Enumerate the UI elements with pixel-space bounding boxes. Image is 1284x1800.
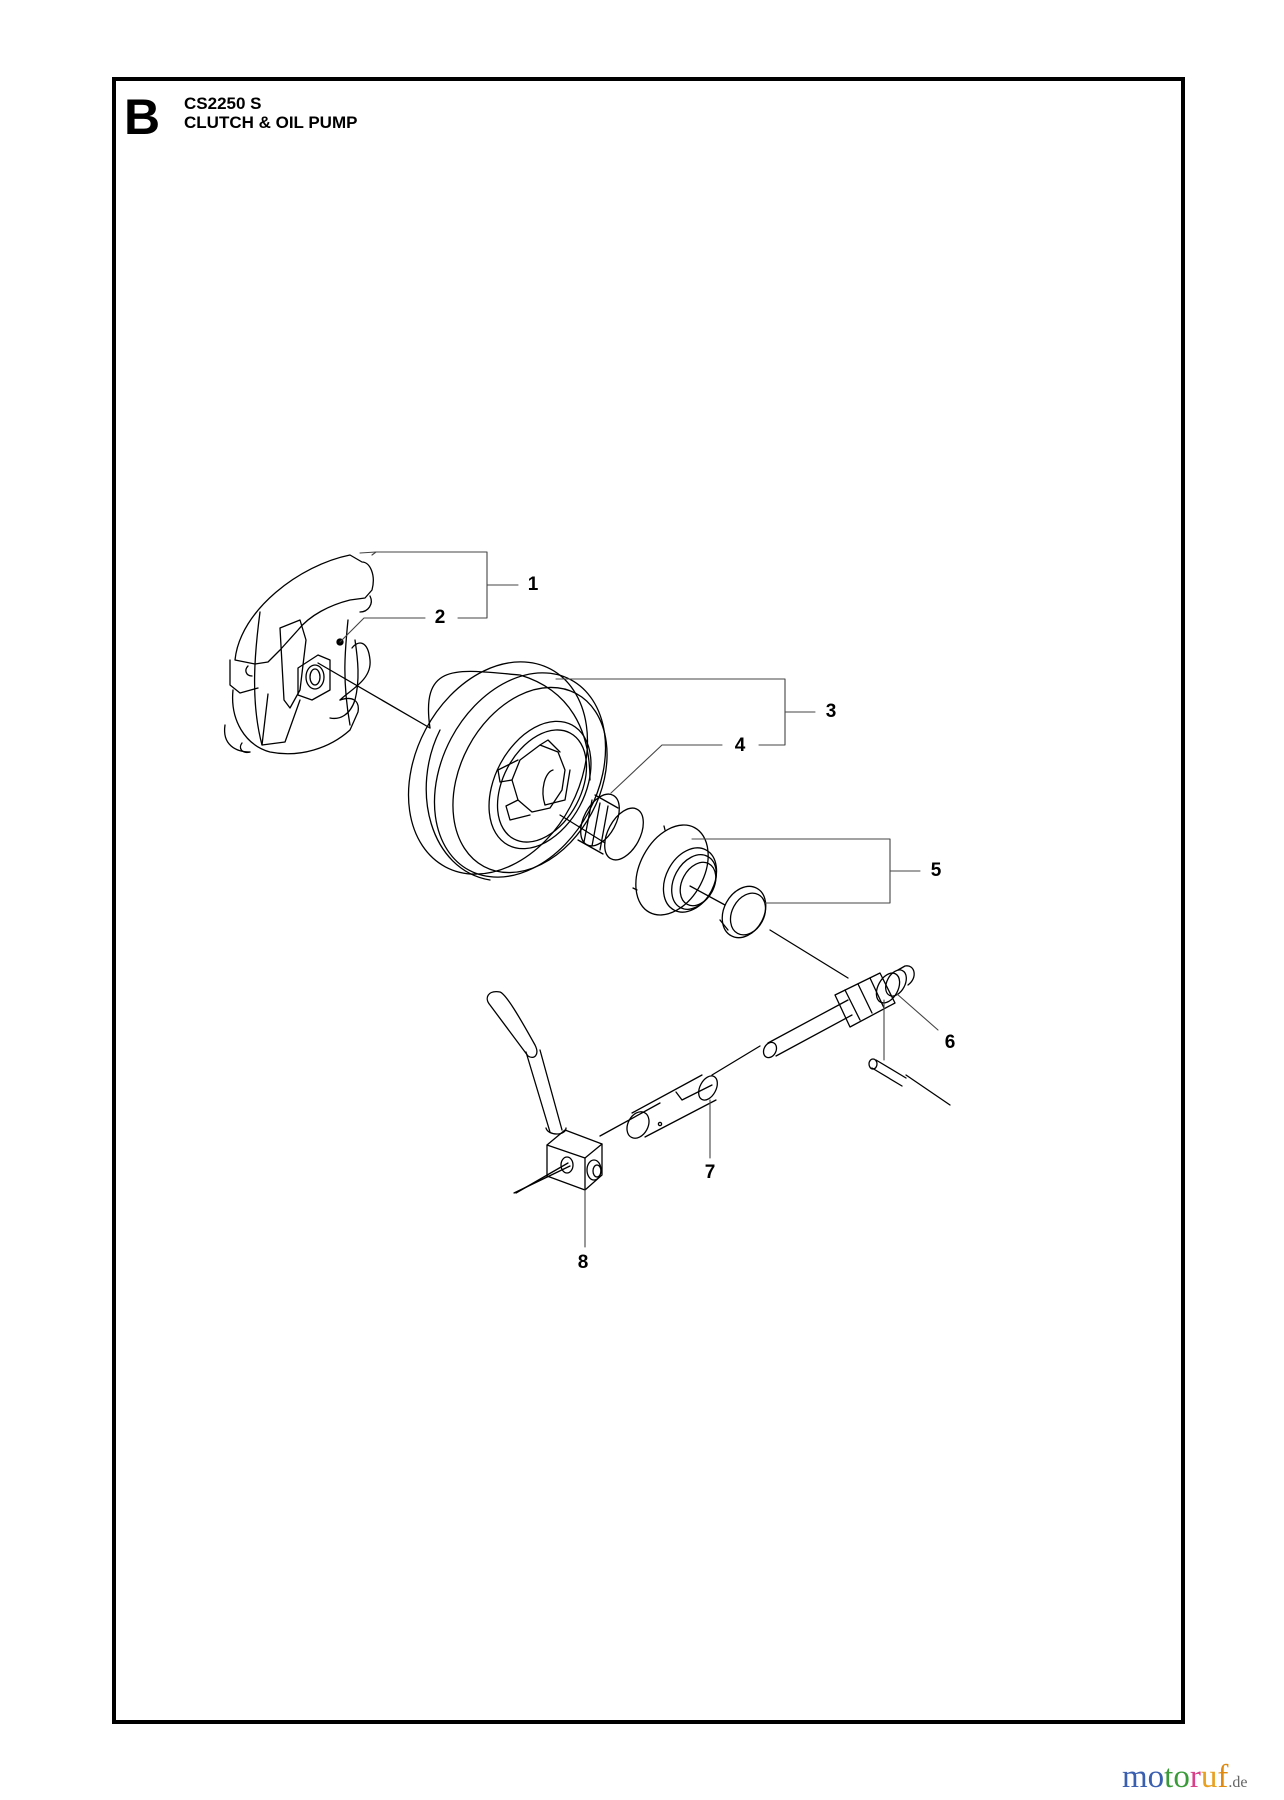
diagram-frame — [112, 77, 1185, 1724]
oil-pump-housing-icon — [486, 991, 603, 1194]
pin-icon — [868, 1058, 907, 1087]
callout-5: 5 — [930, 860, 942, 881]
section-letter: B — [124, 89, 161, 145]
callout-3: 3 — [825, 701, 837, 722]
watermark-letter: r — [1189, 1759, 1201, 1795]
worm-gear-icon — [632, 824, 718, 916]
callout-1: 1 — [527, 574, 539, 595]
watermark-letter: f — [1217, 1759, 1229, 1795]
spring-icon — [719, 885, 767, 939]
callout-2: 2 — [434, 607, 446, 628]
motoruf-watermark-logo: motoruf.de — [1122, 1760, 1247, 1800]
assembly-axis-line — [317, 662, 951, 1194]
pump-piston-icon — [626, 1074, 718, 1139]
model-name: CS2250 S — [184, 94, 262, 113]
clutch-shoes-icon — [223, 554, 374, 755]
watermark-letter: t — [1164, 1759, 1174, 1795]
callout-8: 8 — [577, 1252, 589, 1273]
callout-leader-lines — [339, 551, 939, 1248]
title-block: CS2250 S CLUTCH & OIL PUMP — [184, 94, 357, 132]
callout-6: 6 — [944, 1032, 956, 1053]
needle-bearing-icon — [577, 793, 644, 861]
callout-7: 7 — [704, 1162, 716, 1183]
callout-4: 4 — [734, 735, 746, 756]
watermark-letter: m — [1122, 1759, 1148, 1795]
pump-shaft-icon — [762, 965, 915, 1059]
watermark-letter: o — [1173, 1759, 1190, 1795]
watermark-letter: u — [1200, 1759, 1218, 1795]
page-title: CLUTCH & OIL PUMP — [184, 113, 358, 132]
watermark-letter: o — [1147, 1759, 1165, 1795]
watermark-suffix: .de — [1228, 1774, 1248, 1791]
clutch-drum-icon — [407, 661, 608, 881]
